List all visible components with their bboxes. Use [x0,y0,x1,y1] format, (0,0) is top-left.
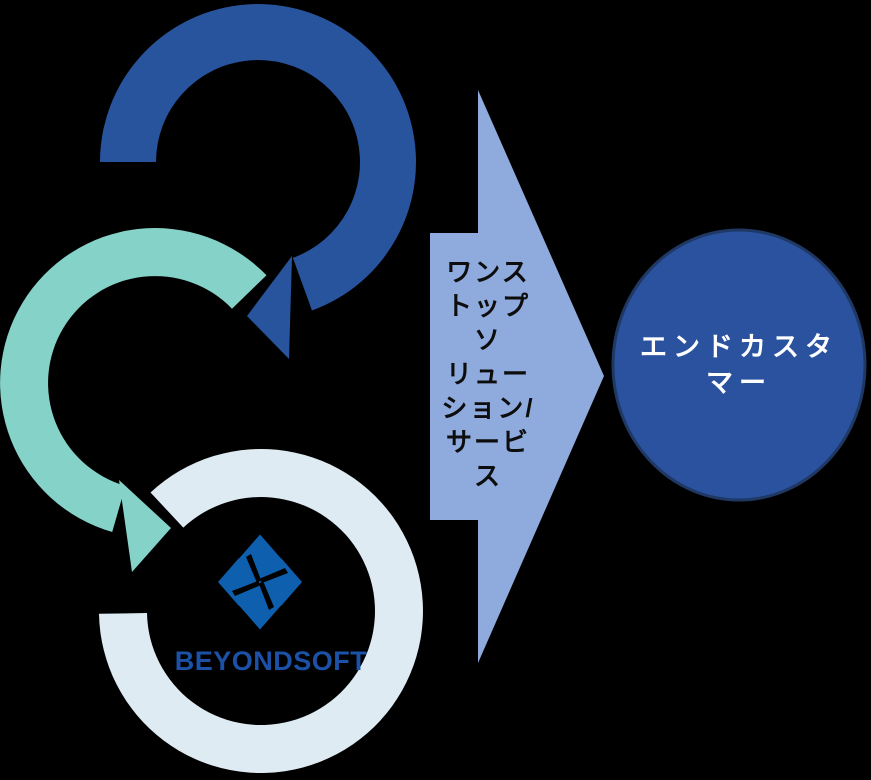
end-customer-label-line1: エンドカスタ [640,332,838,362]
blue-cycle-arrowhead-icon [247,256,292,359]
one-stop-label: ワンス トップ ソ リュー ション/ サービ ス [428,255,548,493]
end-customer-circle [611,228,867,502]
logo-pinwheel-cuts [232,554,288,610]
one-stop-label-line: ス [473,461,502,491]
teal-cycle-arrowhead-icon [119,480,171,572]
beyondsoft-logo-icon [218,534,302,630]
blue-cycle-arc [100,4,416,311]
one-stop-label-line: サービ [445,427,530,457]
teal-cycle-arc [0,228,267,532]
teal-cycle-arrow [0,228,267,572]
end-customer-label: エンドカスタ マー [619,329,859,401]
one-stop-label-line: ション/ [441,393,535,423]
blue-cycle-arrow [100,4,416,359]
light-cycle-ring [99,448,423,773]
end-customer-label-line2: マー [706,368,772,398]
one-stop-label-line: ワンス [446,257,530,287]
beyondsoft-wordmark: BEYONDSOFT [174,646,368,676]
one-stop-label-line: リュー [445,359,530,389]
one-stop-label-line: トップ [445,291,530,321]
one-stop-label-line: ソ [473,325,502,355]
logo-diamond-right [260,558,302,606]
logo-diamond-left [218,558,260,606]
one-stop-arrow [430,90,604,663]
